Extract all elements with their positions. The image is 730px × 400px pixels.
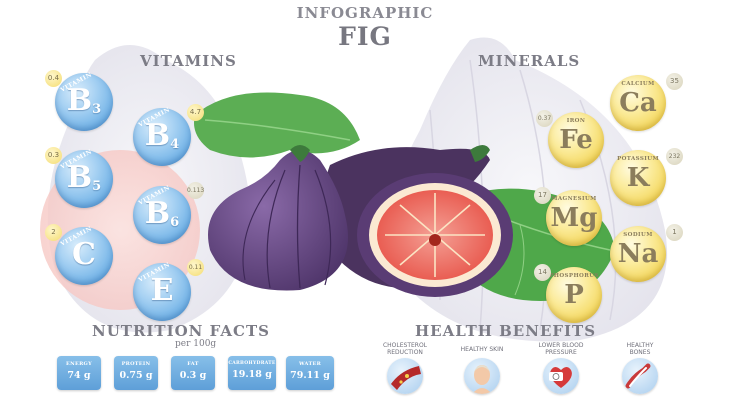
minerals-heading: MINERALS <box>478 52 581 70</box>
vitamin-c: VITAMIN C <box>55 225 113 285</box>
vitamin-b3: VITAMIN B3 <box>55 71 113 131</box>
nutrition-energy: ENERGY 74 g <box>57 356 101 390</box>
vitamin-e: VITAMIN E <box>133 261 191 321</box>
vitamin-b5-value: 0.3 <box>45 147 62 164</box>
mineral-calcium-value: 35 <box>666 73 683 90</box>
nutrition-value: 0.3 g <box>179 370 207 381</box>
fig-whole-front <box>208 145 348 291</box>
vitamin-b4-value: 4.7 <box>187 104 204 121</box>
vitamin-symbol: B4 <box>144 118 180 153</box>
mineral-potassium-value: 232 <box>666 148 683 165</box>
fig-leaf-back <box>194 92 360 158</box>
mineral-label: CALCIUM <box>621 81 655 87</box>
mineral-symbol: K <box>626 163 650 193</box>
nutrition-label: PROTEIN <box>121 361 151 367</box>
health-heading: HEALTH BENEFITS <box>415 322 597 340</box>
vitamin-b6-value: 0.113 <box>187 182 204 199</box>
mineral-label: SODIUM <box>623 232 653 238</box>
nutrition-value: 74 g <box>67 370 91 381</box>
benefit-label-bones: HEALTHY BONES <box>626 342 654 356</box>
mineral-symbol: Na <box>617 239 659 269</box>
mineral-label: IRON <box>566 118 586 124</box>
nutrition-carbohydrate: CARBOHYDRATE 19.18 g <box>228 356 276 390</box>
nutrition-water: WATER 79.11 g <box>286 356 334 390</box>
mineral-symbol: Mg <box>550 203 598 233</box>
benefit-label-cholesterol: CHOLESTEROL REDUCTION <box>382 342 428 356</box>
mineral-label: MAGNESIUM <box>551 196 597 202</box>
vitamin-c-value: 2 <box>45 224 62 241</box>
face-icon <box>464 358 500 394</box>
artery-icon <box>387 358 423 394</box>
mineral-symbol: Fe <box>559 125 593 155</box>
mineral-potassium: POTASSIUM K <box>610 150 666 206</box>
mineral-sodium: SODIUM Na <box>610 226 666 282</box>
nutrition-label: CARBOHYDRATE <box>228 361 276 366</box>
mineral-symbol: P <box>564 280 584 310</box>
nutrition-label: FAT <box>187 361 199 367</box>
vitamin-e-value: 0.11 <box>187 259 204 276</box>
mineral-iron-value: 0.37 <box>536 110 553 127</box>
mineral-label: PHOSPHORUS <box>549 273 599 279</box>
nutrition-heading: NUTRITION FACTS <box>92 322 270 340</box>
fig-cut-half <box>357 173 513 297</box>
mineral-sodium-value: 1 <box>666 224 683 241</box>
vitamin-symbol: B6 <box>144 196 180 231</box>
vitamin-b5: VITAMIN B5 <box>55 148 113 208</box>
mineral-symbol: Ca <box>619 88 657 118</box>
infographic-kicker: INFOGRAPHIC <box>296 4 434 22</box>
vitamin-b3-value: 0.4 <box>45 70 62 87</box>
vitamin-b4: VITAMIN B4 <box>133 106 191 166</box>
vitamins-heading: VITAMINS <box>140 52 237 70</box>
nutrition-subheading: per 100g <box>175 339 217 349</box>
mineral-iron: IRON Fe <box>548 112 604 168</box>
nutrition-value: 0.75 g <box>119 370 153 381</box>
nutrition-label: WATER <box>298 361 322 367</box>
mineral-label: POTASSIUM <box>617 156 659 162</box>
mineral-phosphorus-value: 14 <box>534 264 551 281</box>
vitamin-symbol: E <box>150 273 174 308</box>
mineral-phosphorus: PHOSPHORUS P <box>546 267 602 323</box>
nutrition-label: ENERGY <box>66 361 92 367</box>
page-title: FIG <box>338 22 392 51</box>
mineral-magnesium: MAGNESIUM Mg <box>546 190 602 246</box>
vitamin-symbol: B3 <box>66 83 102 118</box>
vitamin-b6: VITAMIN B6 <box>133 184 191 244</box>
heart-icon <box>543 358 579 394</box>
mineral-magnesium-value: 17 <box>534 187 551 204</box>
benefit-label-blood-pressure: LOWER BLOOD PRESSURE <box>538 342 584 356</box>
mineral-calcium: CALCIUM Ca <box>610 75 666 131</box>
bone-icon <box>622 358 658 394</box>
vitamin-symbol: C <box>72 237 96 272</box>
vitamin-symbol: B5 <box>66 160 102 195</box>
nutrition-value: 79.11 g <box>290 370 330 381</box>
benefit-label-skin: HEALTHY SKIN <box>460 346 504 353</box>
nutrition-protein: PROTEIN 0.75 g <box>114 356 158 390</box>
nutrition-value: 19.18 g <box>232 369 272 380</box>
nutrition-fat: FAT 0.3 g <box>171 356 215 390</box>
